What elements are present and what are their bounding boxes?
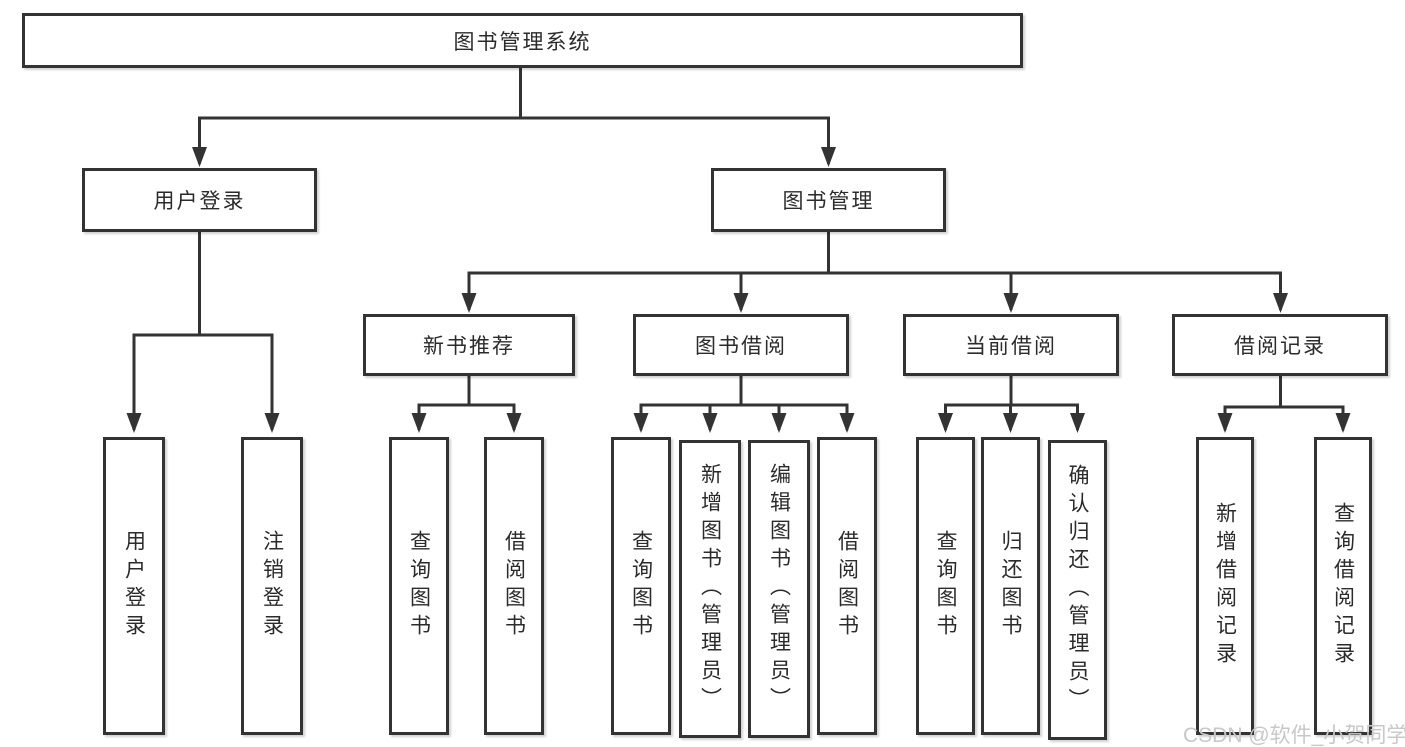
- node-br-add-record: 新增借阅记录: [1196, 437, 1254, 735]
- node-user-login-action: 用户登录: [103, 437, 165, 735]
- node-bb-add-books: 新增图书（管理员）: [679, 440, 741, 738]
- node-cb-return-books-label: 归还图书: [999, 530, 1022, 642]
- node-br-add-record-label: 新增借阅记录: [1213, 502, 1237, 670]
- node-bb-query-books-label: 查询图书: [629, 530, 653, 642]
- node-borrowing-records: 借阅记录: [1172, 314, 1388, 376]
- node-book-borrowing-label: 图书借阅: [695, 335, 787, 358]
- connector-current-borrowing-to-leaves: [938, 376, 1085, 433]
- node-root-label: 图书管理系统: [453, 30, 592, 54]
- node-br-query-record: 查询借阅记录: [1314, 437, 1372, 735]
- node-cb-confirm-return: 确认归还（管理员）: [1048, 440, 1107, 740]
- node-current-borrowing: 当前借阅: [903, 314, 1119, 376]
- node-logout-action: 注销登录: [241, 437, 303, 735]
- connector-user-login-to-leaves: [126, 232, 280, 433]
- node-borrowing-records-label: 借阅记录: [1234, 335, 1326, 358]
- node-bb-query-books: 查询图书: [611, 437, 671, 735]
- connector-borrowing-records-to-leaves: [1217, 376, 1351, 433]
- node-nbr-borrow-books-label: 借阅图书: [502, 530, 526, 642]
- node-logout-action-label: 注销登录: [260, 530, 284, 642]
- connector-new-book-recommend-to-leaves: [411, 376, 522, 433]
- node-book-management-module: 图书管理: [711, 168, 946, 232]
- csdn-watermark: CSDN @软件_小贺同学: [1183, 724, 1405, 747]
- node-user-login-module: 用户登录: [82, 168, 317, 232]
- node-bb-edit-books: 编辑图书（管理员）: [748, 440, 810, 738]
- node-cb-query-books-label: 查询图书: [934, 530, 957, 642]
- node-bb-add-books-label: 新增图书（管理员）: [698, 463, 722, 715]
- node-cb-query-books: 查询图书: [916, 437, 975, 735]
- connector-root-to-level2: [192, 68, 836, 167]
- node-book-borrowing: 图书借阅: [633, 314, 849, 376]
- node-book-management-module-label: 图书管理: [782, 190, 875, 213]
- node-bb-edit-books-label: 编辑图书（管理员）: [767, 463, 791, 715]
- node-cb-return-books: 归还图书: [981, 437, 1040, 735]
- node-user-login-module-label: 用户登录: [153, 190, 246, 213]
- node-bb-borrow-books: 借阅图书: [817, 437, 877, 735]
- node-nbr-borrow-books: 借阅图书: [484, 437, 544, 735]
- connector-book-management-to-level3: [461, 232, 1288, 313]
- node-nbr-query-books: 查询图书: [389, 437, 449, 735]
- node-root: 图书管理系统: [22, 13, 1023, 68]
- connector-book-borrowing-to-leaves: [633, 376, 855, 433]
- node-user-login-action-label: 用户登录: [122, 530, 146, 642]
- node-new-book-recommend: 新书推荐: [363, 314, 575, 376]
- node-bb-borrow-books-label: 借阅图书: [835, 530, 859, 642]
- node-cb-confirm-return-label: 确认归还（管理员）: [1066, 464, 1089, 716]
- node-br-query-record-label: 查询借阅记录: [1331, 502, 1355, 670]
- node-new-book-recommend-label: 新书推荐: [423, 335, 515, 358]
- node-nbr-query-books-label: 查询图书: [407, 530, 431, 642]
- node-current-borrowing-label: 当前借阅: [965, 335, 1057, 358]
